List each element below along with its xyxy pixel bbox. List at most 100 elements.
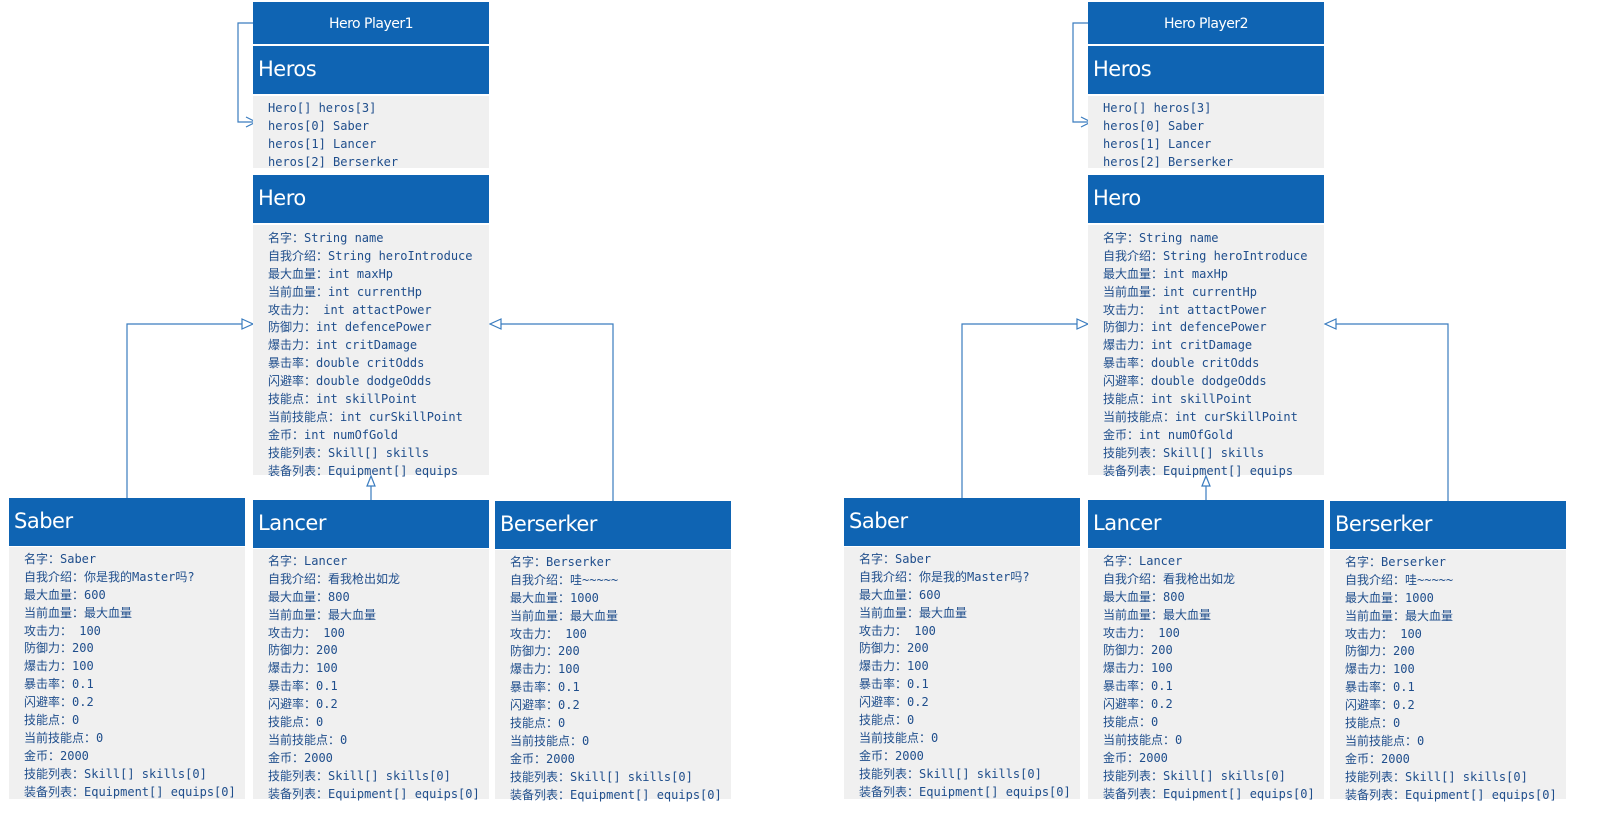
diagram-2-hero-class-attribute-line: 最大血量：int maxHp <box>1103 266 1229 281</box>
diagram-2-hero-class-attribute-line: 暴击率：double critOdds <box>1103 356 1260 371</box>
diagram-2-saber-class-attribute-line: 名字：Saber <box>859 552 932 566</box>
diagram-2-saber-class-attribute-line: 防御力：200 <box>859 641 929 656</box>
diagram-1-saber-class-attribute-line: 防御力：200 <box>24 641 94 656</box>
diagram-2-hero-class-attribute-line: 名字：String name <box>1103 231 1219 245</box>
diagram-2-hero-class-title: Hero <box>1088 175 1324 223</box>
diagram-2-berserker-class-attribute-line: 当前血量：最大血量 <box>1345 608 1454 623</box>
diagram-2-hero-class-attribute-line: 当前技能点：int curSkillPoint <box>1103 409 1298 424</box>
diagram-2-berserker-class-attribute-line: 当前技能点：0 <box>1345 733 1425 748</box>
diagram-2-lancer-class-attribute-line: 技能列表：Skill[] skills[0] <box>1103 768 1286 783</box>
diagram-2-lancer-class-attribute-line: 自我介绍：看我枪出如龙 <box>1103 571 1236 586</box>
diagram-2-berserker-class-attribute-line: 攻击力： 100 <box>1345 626 1422 641</box>
diagram-2-berserker-class-title: Berserker <box>1330 501 1566 549</box>
diagram-2-hero-class-attribute-line: 攻击力： int attactPower <box>1103 302 1267 317</box>
diagram-2-hero-class-attribute-line: 防御力：int defencePower <box>1103 320 1267 335</box>
diagram-1-berserker-class-attribute-line: 当前技能点：0 <box>510 733 590 748</box>
diagram-2-hero-class-attribute-line: 装备列表：Equipment[] equips <box>1103 463 1294 478</box>
diagram-1-saber-class-attribute-line: 爆击力：100 <box>24 659 94 674</box>
diagram-1-hero-class-attribute-line: 当前技能点：int curSkillPoint <box>268 409 463 424</box>
diagram-1-berserker-class-attribute-line: 闪避率：0.2 <box>510 698 580 713</box>
diagram-2-saber-class-title: Saber <box>844 498 1080 546</box>
diagram-1-hero-class-attribute-line: 自我介绍：String heroIntroduce <box>268 248 473 263</box>
diagram-2-saber-class-attribute-line: 装备列表：Equipment[] equips[0] <box>859 784 1071 799</box>
diagram-2-berserker-class-attribute-line: 闪避率：0.2 <box>1345 698 1415 713</box>
diagram-1-berserker-class-attribute-line: 当前血量：最大血量 <box>510 608 619 623</box>
diagram-2-heros-class-attribute-line: Hero[] heros[3] <box>1103 101 1212 115</box>
diagram-2-berserker-class-attribute-line: 装备列表：Equipment[] equips[0] <box>1345 787 1557 802</box>
diagram-1-saber-class-attribute-line: 自我介绍：你是我的Master吗? <box>24 569 195 584</box>
diagram-1-berserker-class-attribute-line: 自我介绍：哇~~~~~ <box>510 572 619 587</box>
diagram-1-hero-class-attribute-line: 爆击力：int critDamage <box>268 338 418 353</box>
diagram-1-saber-class-attribute-line: 暴击率：0.1 <box>24 677 94 692</box>
diagram-2-heros-class-attribute-line: heros[2] Berserker <box>1103 154 1234 169</box>
diagram-2-berserker-class-attribute-line: 防御力：200 <box>1345 644 1415 659</box>
diagram-1-hero-class-attribute-line: 当前血量：int currentHp <box>268 284 422 299</box>
diagram-1-berserker-inherit-line <box>500 323 614 501</box>
diagram-2-lancer-class-attribute-line: 暴击率：0.1 <box>1103 679 1173 694</box>
diagram-2-heros-class-title: Heros <box>1088 46 1324 94</box>
diagram-1-saber-class-attribute-line: 金币：2000 <box>24 748 89 763</box>
diagram-1-saber-class-attribute-line: 名字：Saber <box>24 552 97 566</box>
diagram-2-hero-class-attribute-line: 金币：int numOfGold <box>1103 427 1233 442</box>
diagram-1-hero-class-attribute-line: 闪避率：double dodgeOdds <box>268 374 432 389</box>
diagram-2-berserker-class-attribute-line: 技能列表：Skill[] skills[0] <box>1345 769 1528 784</box>
diagram-1-saber-class-attribute-line: 装备列表：Equipment[] equips[0] <box>24 784 236 799</box>
diagram-1-hero-class-attribute-line: 技能点：int skillPoint <box>268 392 418 407</box>
diagram-2-hero-class-attribute-line: 当前血量：int currentHp <box>1103 284 1257 299</box>
diagram-2-saber-class-attribute-line: 攻击力： 100 <box>859 623 936 638</box>
diagram-1-lancer-class-attribute-line: 当前血量：最大血量 <box>268 607 377 622</box>
diagram-1-hero-class-attribute-line: 攻击力： int attactPower <box>268 302 432 317</box>
diagram-2-hero-class-attribute-line: 技能列表：Skill[] skills <box>1103 445 1265 460</box>
diagram-1-berserker-class-attribute-line: 技能点：0 <box>510 716 566 731</box>
diagram-2-player-link-line <box>1072 22 1090 123</box>
diagram-1-saber-class-attribute-line: 最大血量：600 <box>24 587 106 602</box>
diagram-2-lancer-class-attribute-line: 当前血量：最大血量 <box>1103 607 1212 622</box>
diagram-2-lancer-class-attribute-line: 当前技能点：0 <box>1103 732 1183 747</box>
diagram-2-berserker-class-attribute-line: 爆击力：100 <box>1345 662 1415 677</box>
diagram-2-lancer-class-attribute-line: 技能点：0 <box>1103 715 1159 730</box>
diagram-1-hero-class-title: Hero <box>253 175 489 223</box>
diagram-1-saber-inherit-line <box>126 323 243 498</box>
diagram-1-berserker-inherit-arrowhead <box>488 318 502 330</box>
diagram-1-heros-class-attribute-line: heros[2] Berserker <box>268 154 399 169</box>
diagram-1-lancer-class-attribute-line: 当前技能点：0 <box>268 732 348 747</box>
diagram-1-lancer-class-attribute-line: 装备列表：Equipment[] equips[0] <box>268 786 480 801</box>
diagram-1-hero-class-attribute-line: 装备列表：Equipment[] equips <box>268 463 459 478</box>
diagram-2-berserker-class-attribute-line: 技能点：0 <box>1345 716 1401 731</box>
diagram-1-lancer-class-attribute-line: 技能列表：Skill[] skills[0] <box>268 768 451 783</box>
diagram-2-saber-class-attribute-line: 爆击力：100 <box>859 659 929 674</box>
diagram-1-lancer-class-title: Lancer <box>253 500 489 548</box>
diagram-2-lancer-class-attribute-line: 爆击力：100 <box>1103 661 1173 676</box>
diagram-1-lancer-class-attribute-line: 自我介绍：看我枪出如龙 <box>268 571 401 586</box>
diagram-2-heros-class-attribute-line: heros[0] Saber <box>1103 118 1205 133</box>
diagram-1-berserker-class-attribute-line: 最大血量：1000 <box>510 590 599 605</box>
diagram-1-saber-class-title: Saber <box>9 498 245 546</box>
diagram-1-berserker-class-attribute-line: 爆击力：100 <box>510 662 580 677</box>
diagram-1-lancer-class-attribute-line: 防御力：200 <box>268 643 338 658</box>
diagram-1-lancer-class-attribute-line: 技能点：0 <box>268 715 324 730</box>
diagram-2-lancer-class-attribute-line: 最大血量：800 <box>1103 589 1185 604</box>
diagram-2-lancer-class-attribute-line: 名字：Lancer <box>1103 554 1183 568</box>
diagram-1-berserker-class-attribute-line: 攻击力： 100 <box>510 626 587 641</box>
diagram-2-lancer-class-attribute-line: 防御力：200 <box>1103 643 1173 658</box>
diagram-1-lancer-class-attribute-line: 闪避率：0.2 <box>268 697 338 712</box>
diagram-1-saber-class-attribute-line: 攻击力： 100 <box>24 623 101 638</box>
diagram-2-lancer-class-attribute-line: 金币：2000 <box>1103 750 1168 765</box>
diagram-1-saber-inherit-arrowhead <box>241 318 255 330</box>
diagram-1-berserker-class-attribute-line: 名字：Berserker <box>510 555 612 569</box>
diagram-2-saber-class-attribute-line: 技能点：0 <box>859 713 915 728</box>
diagram-1-berserker-class-attributes: 名字：Berserker 自我介绍：哇~~~~~ 最大血量：1000 当前血量：最大血… <box>495 550 731 802</box>
diagram-2-saber-class-attribute-line: 当前技能点：0 <box>859 730 939 745</box>
diagram-1-saber-class-attribute-line: 技能点：0 <box>24 713 80 728</box>
